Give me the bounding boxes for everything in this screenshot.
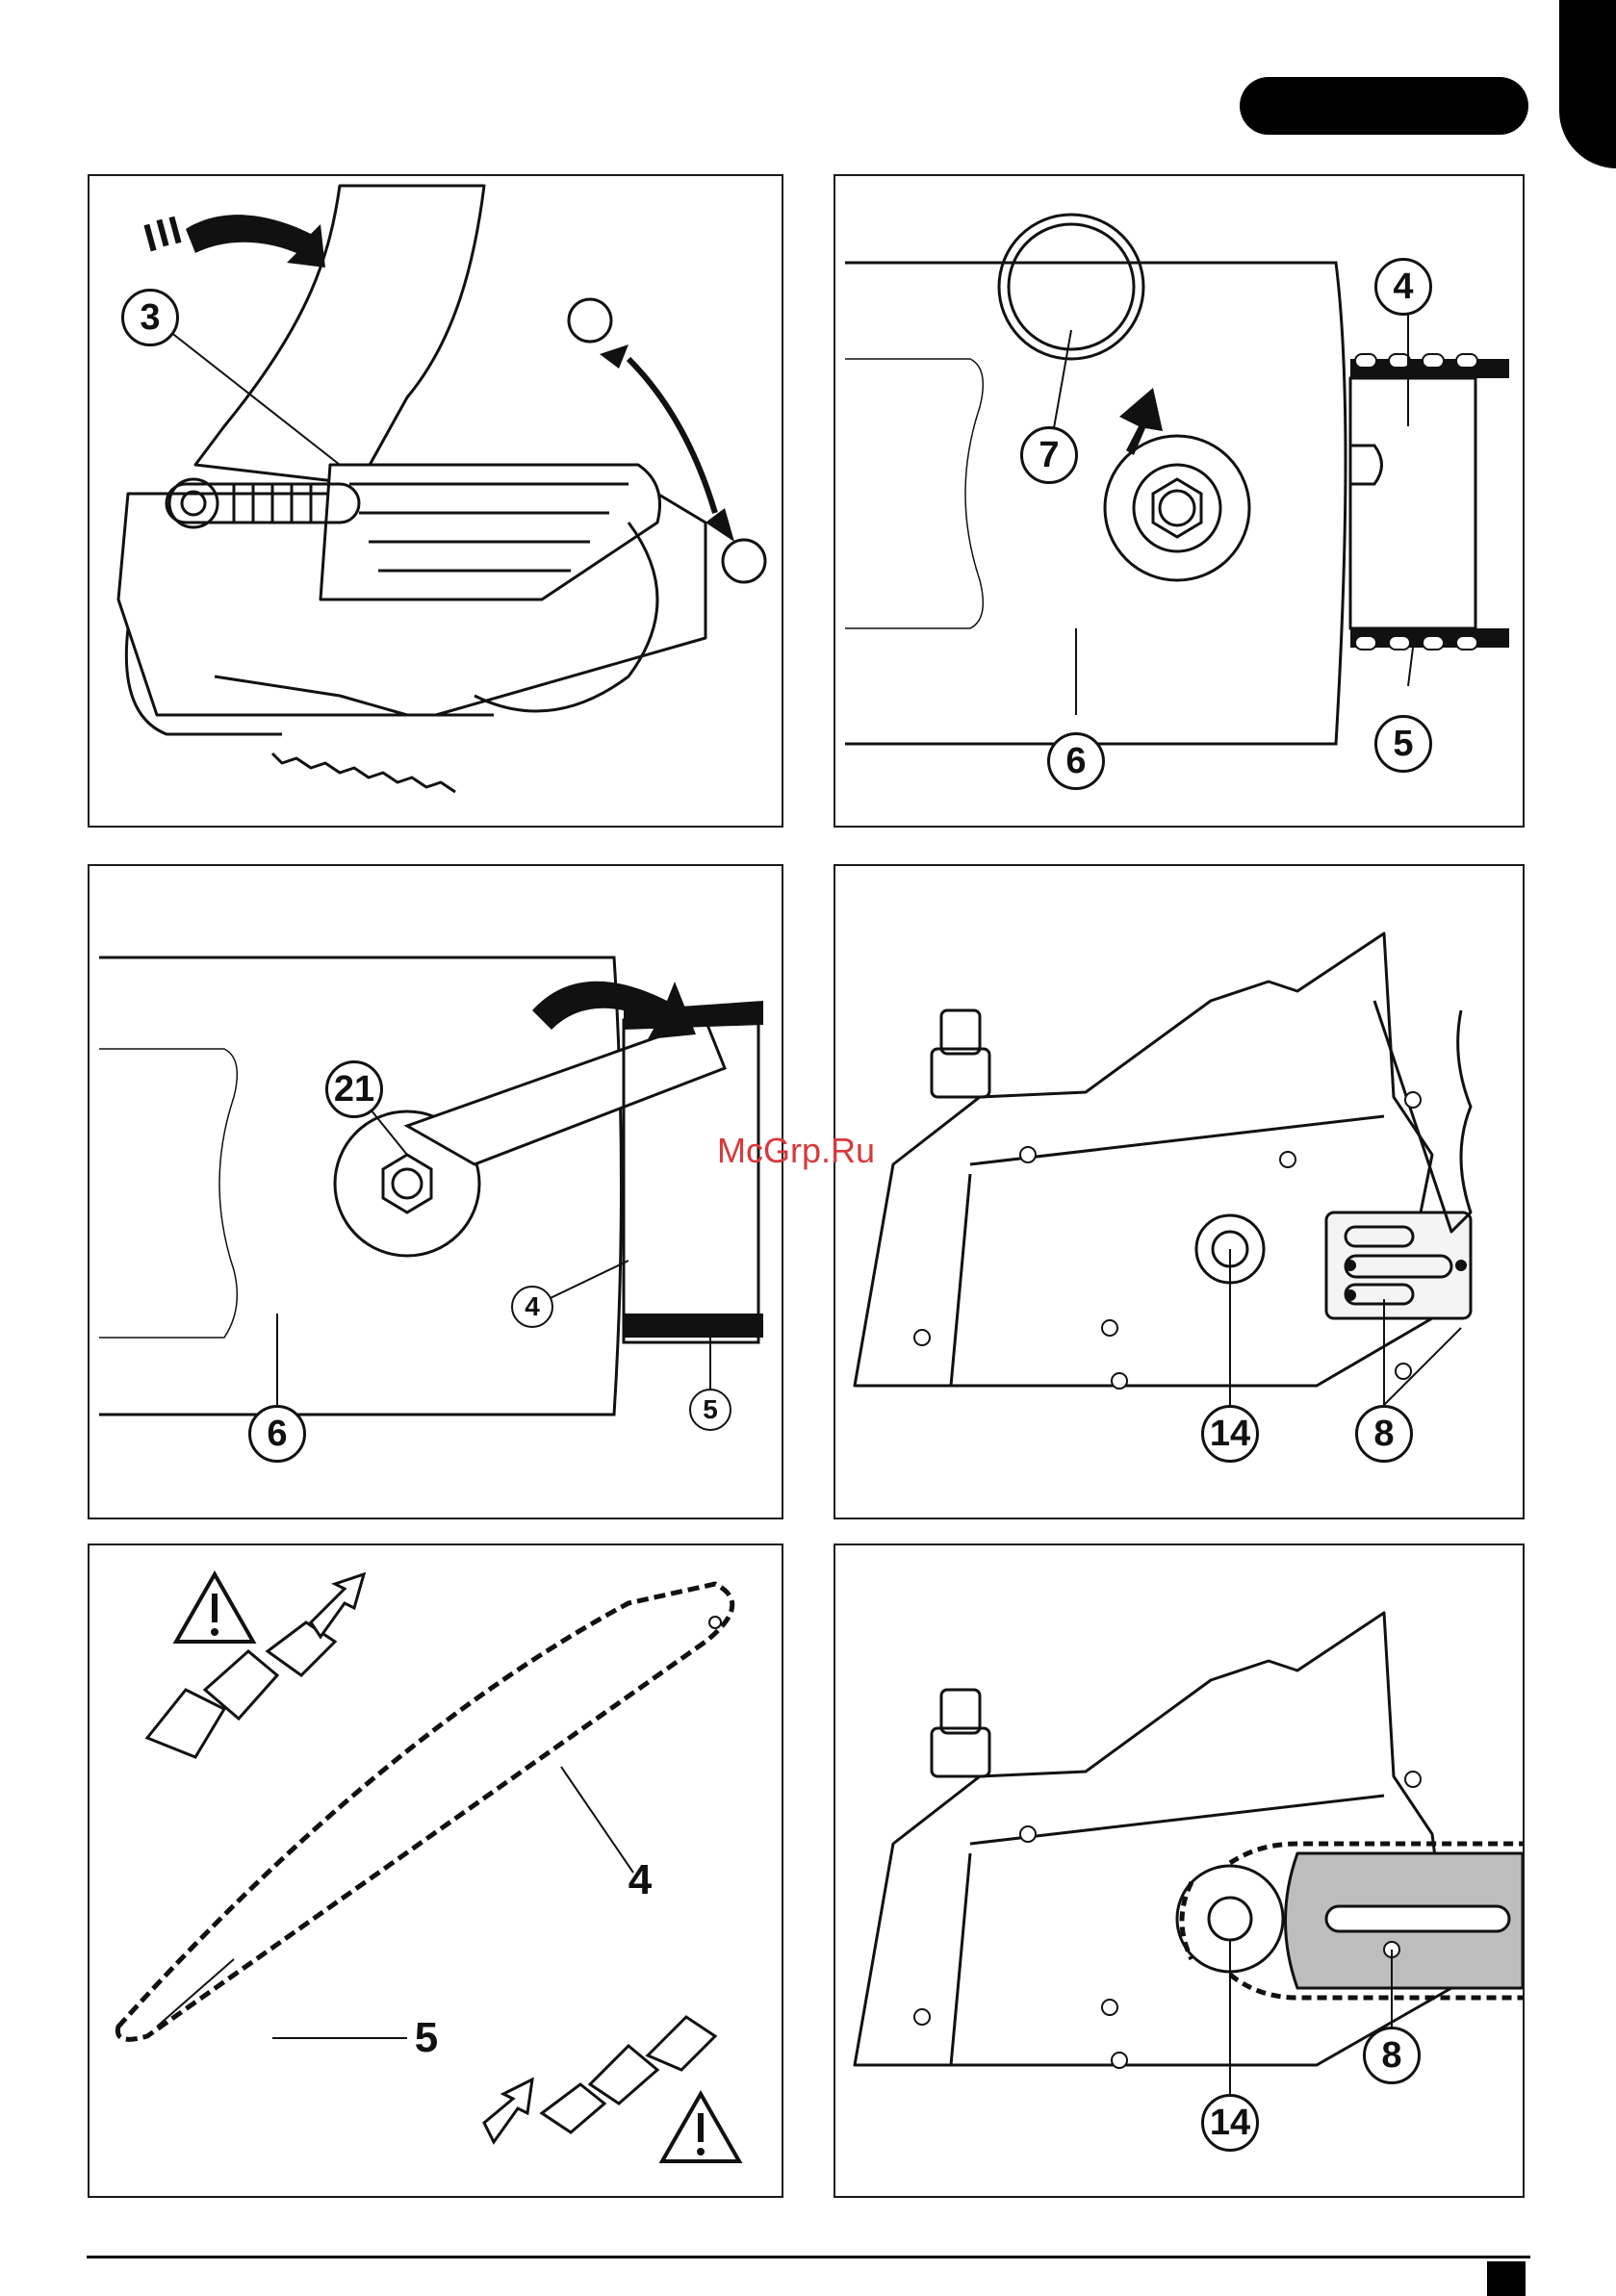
figure-panel-6: 8 14 [834,1543,1525,2198]
callout-5: 5 [1374,715,1432,773]
figure-panel-5: 4 5 [88,1543,783,2198]
callout-8: 8 [1363,2027,1421,2084]
callout-4: 4 [1374,258,1432,316]
callout-5: 5 [689,1389,731,1431]
language-pill [1240,77,1528,135]
callout-14: 14 [1201,1405,1259,1463]
callout-6: 6 [248,1405,306,1463]
callout-4: 4 [511,1286,553,1328]
figure-1-drawing [90,176,782,826]
figure-4-drawing [835,866,1523,1518]
callout-6: 6 [1047,732,1105,790]
callout-5: 5 [403,2008,449,2068]
footer-rule [87,2256,1530,2258]
callout-7: 7 [1020,426,1078,484]
figure-panel-2: 7 6 4 5 [834,174,1525,828]
figure-5-drawing [90,1545,782,2196]
watermark: McGrp.Ru [717,1131,875,1171]
figure-6-drawing [835,1545,1523,2196]
callout-8: 8 [1355,1405,1413,1463]
figure-panel-4: 14 8 [834,864,1525,1519]
language-side-tab [1559,0,1616,168]
figure-panel-1: 3 [88,174,783,828]
callout-3: 3 [121,289,179,346]
callout-4: 4 [617,1850,663,1910]
figure-panel-3: 21 4 6 5 [88,864,783,1519]
figure-3-drawing [90,866,782,1518]
callout-14: 14 [1201,2094,1259,2152]
page-number-box [1487,2261,1526,2296]
callout-21: 21 [325,1060,383,1118]
